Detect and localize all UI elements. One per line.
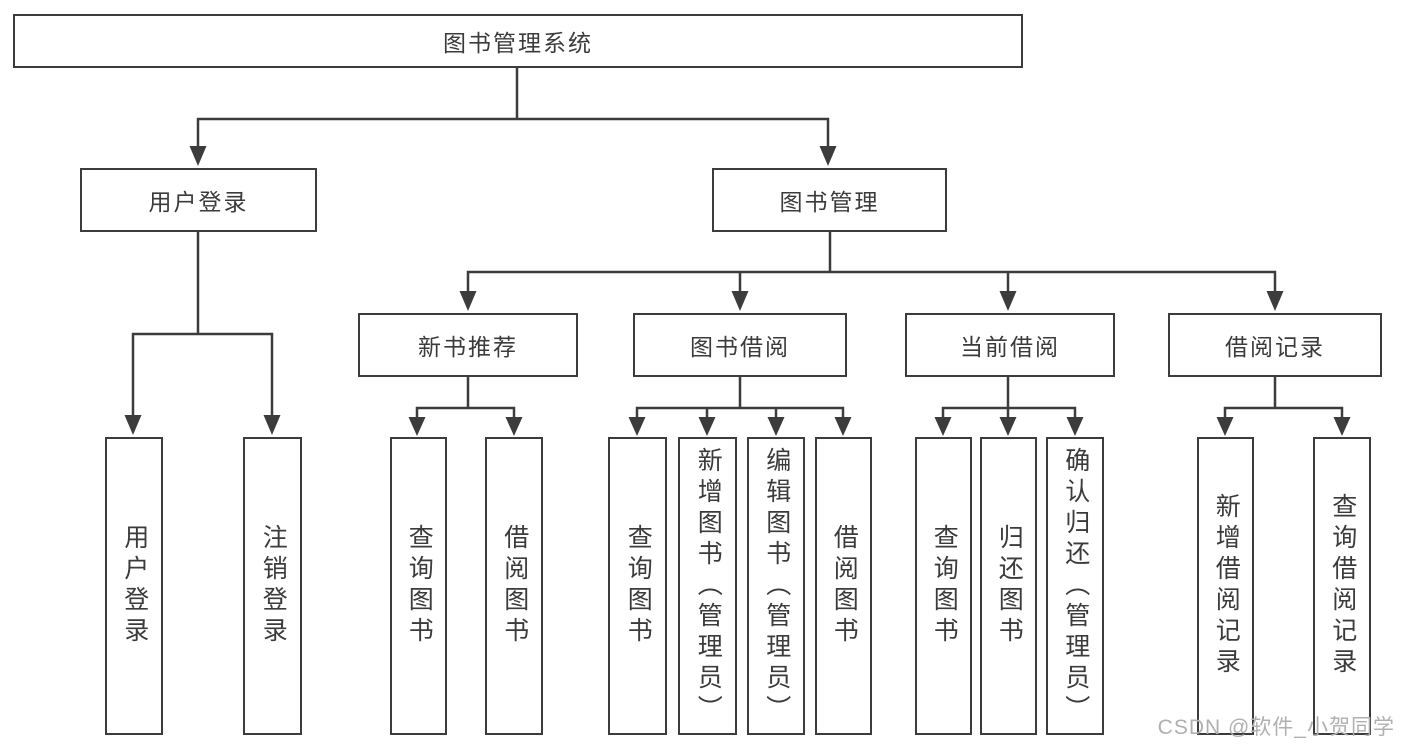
node-book-management-label: 图书管理 (779, 189, 880, 215)
connector-newbookrec-to-children (415, 377, 516, 418)
leaf-cb-query-books-label: 查询图书 (930, 524, 959, 648)
node-current-borrow-label: 当前借阅 (960, 334, 1060, 360)
leaf-user-login-label: 用户登录 (120, 524, 149, 648)
leaf-bb-edit-books: 编辑图书（管理员） (747, 437, 805, 735)
leaf-logout-label: 注销登录 (259, 524, 288, 648)
arrowhead (999, 417, 1017, 436)
connector-userlogin-to-children (131, 232, 274, 416)
arrowhead (767, 417, 785, 436)
leaf-bb-add-books-label: 新增图书（管理员） (694, 446, 723, 726)
connector-root-to-level2 (196, 68, 830, 147)
connector-bookmgmt-to-level3 (466, 232, 1277, 293)
connector-borrowrecords-to-children (1223, 377, 1344, 418)
arrowhead (459, 291, 477, 311)
arrowhead (1333, 417, 1351, 436)
node-new-book-recommend: 新书推荐 (358, 313, 578, 377)
leaf-br-query-record-label: 查询借阅记录 (1328, 493, 1357, 679)
leaf-cb-return-books-label: 归还图书 (995, 524, 1024, 648)
leaf-bb-add-books: 新增图书（管理员） (678, 437, 737, 735)
leaf-cb-confirm-return: 确认归还（管理员） (1046, 437, 1104, 735)
leaf-rec-query-books: 查询图书 (390, 437, 447, 735)
arrowhead (505, 417, 523, 436)
node-root-label: 图书管理系统 (443, 30, 593, 56)
node-current-borrow: 当前借阅 (905, 313, 1115, 377)
node-new-book-recommend-label: 新书推荐 (418, 334, 518, 360)
node-root: 图书管理系统 (13, 14, 1023, 68)
arrowhead (408, 417, 426, 436)
leaf-rec-query-books-label: 查询图书 (405, 524, 434, 648)
leaf-br-query-record: 查询借阅记录 (1313, 437, 1371, 735)
arrowhead (834, 417, 852, 436)
leaf-cb-return-books: 归还图书 (980, 437, 1037, 735)
connector-currentborrow-to-children (941, 377, 1077, 418)
arrowhead (189, 146, 207, 166)
node-book-borrow: 图书借阅 (633, 313, 847, 377)
node-borrow-records: 借阅记录 (1168, 313, 1382, 377)
leaf-bb-query-books: 查询图书 (608, 437, 667, 735)
arrowhead (698, 417, 716, 436)
arrowhead (124, 415, 142, 435)
leaf-br-add-record: 新增借阅记录 (1197, 437, 1254, 735)
node-book-borrow-label: 图书借阅 (690, 334, 790, 360)
leaf-bb-query-books-label: 查询图书 (624, 524, 653, 648)
leaf-cb-confirm-return-label: 确认归还（管理员） (1061, 446, 1090, 726)
leaf-bb-borrow-books: 借阅图书 (815, 437, 872, 735)
arrowhead (1266, 291, 1284, 311)
arrowhead (1216, 417, 1234, 436)
leaf-cb-query-books: 查询图书 (915, 437, 972, 735)
leaf-rec-borrow-books-label: 借阅图书 (500, 524, 529, 648)
leaf-logout: 注销登录 (243, 437, 302, 735)
leaf-user-login: 用户登录 (105, 437, 163, 735)
node-user-login-label: 用户登录 (148, 189, 249, 215)
connector-bookborrow-to-children (635, 377, 845, 418)
arrowhead (263, 415, 281, 435)
arrowhead (731, 291, 749, 311)
leaf-bb-edit-books-label: 编辑图书（管理员） (762, 446, 791, 726)
node-borrow-records-label: 借阅记录 (1225, 334, 1325, 360)
leaf-br-add-record-label: 新增借阅记录 (1212, 493, 1241, 679)
arrowhead (934, 417, 952, 436)
arrowhead (819, 146, 837, 166)
arrowhead (999, 291, 1017, 311)
csdn-watermark: CSDN @软件_小贺同学 (1157, 716, 1395, 739)
arrowhead (628, 417, 646, 436)
arrowhead (1066, 417, 1084, 436)
node-book-management: 图书管理 (712, 168, 947, 232)
node-user-login: 用户登录 (80, 168, 317, 232)
leaf-bb-borrow-books-label: 借阅图书 (830, 524, 859, 648)
leaf-rec-borrow-books: 借阅图书 (485, 437, 543, 735)
